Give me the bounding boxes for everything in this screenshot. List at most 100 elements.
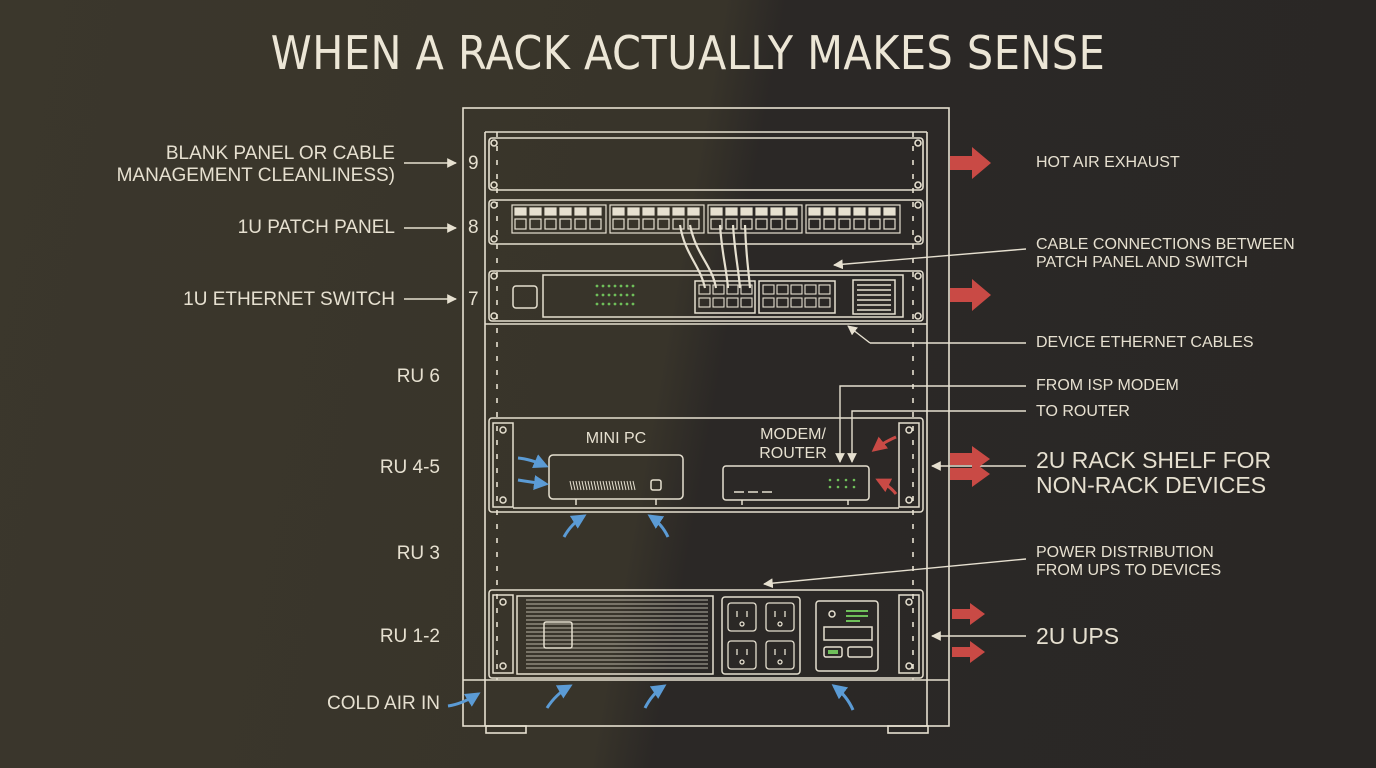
modem-router-leds [828, 478, 856, 489]
vent-slot [611, 480, 615, 491]
patch-port [725, 218, 738, 230]
ups [488, 589, 924, 679]
hot-air-exhaust-arrows [950, 147, 991, 663]
label-power-distribution: POWER DISTRIBUTION FROM UPS TO DEVICES [1036, 544, 1222, 579]
patch-port [559, 218, 572, 230]
switch-port [740, 297, 753, 308]
switch-led [601, 293, 605, 297]
switch-status-leds [595, 284, 635, 306]
switch-led [619, 293, 623, 297]
switch-ports [698, 284, 831, 308]
vent-slot [578, 480, 582, 491]
patch-port [868, 218, 881, 230]
patch-port [808, 218, 821, 230]
patch-panel-ports [511, 204, 901, 234]
patch-port-label [808, 207, 821, 216]
patch-port [657, 218, 670, 230]
ups-outlet [765, 640, 795, 670]
patch-port-label [514, 207, 527, 216]
patch-port [785, 218, 798, 230]
ups-outlet [765, 602, 795, 632]
switch-led [613, 284, 617, 288]
vent-slot [602, 480, 606, 491]
vent-slot [605, 480, 609, 491]
patch-port-label [823, 207, 836, 216]
vent-slot [596, 480, 600, 491]
internal-hot-air-arrows [871, 435, 898, 495]
right-pointer-arrows [763, 248, 1027, 641]
rack-cabinet [462, 107, 950, 727]
label-cable-connections: CABLE CONNECTIONS BETWEEN PATCH PANEL AN… [1036, 236, 1295, 271]
vent-slot [575, 480, 579, 491]
switch-led [613, 302, 617, 306]
switch-led [595, 284, 599, 288]
patch-port-label [838, 207, 851, 216]
patch-port-group [609, 204, 705, 234]
patch-port-group [805, 204, 901, 234]
switch-led [631, 284, 635, 288]
patch-port [544, 218, 557, 230]
modem-router-label-line2: ROUTER [759, 445, 827, 462]
patch-port-label [529, 207, 542, 216]
switch-led [625, 284, 629, 288]
outlet-ground [777, 621, 783, 627]
patch-port-label [725, 207, 738, 216]
ethernet-switch [488, 270, 924, 322]
patch-port [823, 218, 836, 230]
patch-panel [488, 199, 924, 245]
patch-port-label [612, 207, 625, 216]
vent-slot [587, 480, 591, 491]
rack-foot-right [887, 725, 929, 734]
switch-port [726, 284, 739, 295]
label-blank-panel: BLANK PANEL OR CABLE MANAGEMENT CLEANLIN… [116, 143, 395, 186]
switch-port [740, 284, 753, 295]
patch-port-group [511, 204, 607, 234]
vent-slot [593, 480, 597, 491]
vent-slot [572, 480, 576, 491]
vent-slot [626, 480, 630, 491]
patch-port [740, 218, 753, 230]
ups-outlets [727, 602, 795, 670]
vent-slot [590, 480, 594, 491]
vent-slot [620, 480, 624, 491]
switch-port [776, 297, 789, 308]
ups-outlet [727, 640, 757, 670]
patch-port-label [559, 207, 572, 216]
switch-port [790, 284, 803, 295]
label-patch-panel: 1U PATCH PANEL [237, 217, 395, 238]
switch-led [607, 284, 611, 288]
modem-router [722, 465, 870, 505]
mini-pc [548, 454, 684, 505]
unit-number-9: 9 [468, 153, 479, 174]
switch-led [631, 302, 635, 306]
patch-port [589, 218, 602, 230]
unit-number-8: 8 [468, 217, 479, 238]
vent-slot [608, 480, 612, 491]
patch-port [838, 218, 851, 230]
patch-port [755, 218, 768, 230]
patch-port-label [589, 207, 602, 216]
patch-port-label [672, 207, 685, 216]
left-pointer-arrows [404, 158, 457, 304]
cold-air-arrows [447, 454, 855, 711]
ups-vent [526, 599, 708, 669]
patch-port-label [627, 207, 640, 216]
mini-pc-label: MINI PC [586, 430, 646, 447]
switch-led [607, 293, 611, 297]
label-to-router: TO ROUTER [1036, 403, 1130, 420]
patch-port [574, 218, 587, 230]
switch-led [613, 293, 617, 297]
switch-port [818, 297, 831, 308]
switch-port [790, 297, 803, 308]
vent-slot [581, 480, 585, 491]
switch-port [762, 297, 775, 308]
label-ru3: RU 3 [396, 543, 440, 564]
switch-led [619, 284, 623, 288]
switch-port [726, 297, 739, 308]
switch-led [607, 302, 611, 306]
page-title: WHEN A RACK ACTUALLY MAKES SENSE [270, 26, 1106, 80]
vent-slot [569, 480, 573, 491]
outlet-ground [739, 621, 745, 627]
vent-slot [584, 480, 588, 491]
